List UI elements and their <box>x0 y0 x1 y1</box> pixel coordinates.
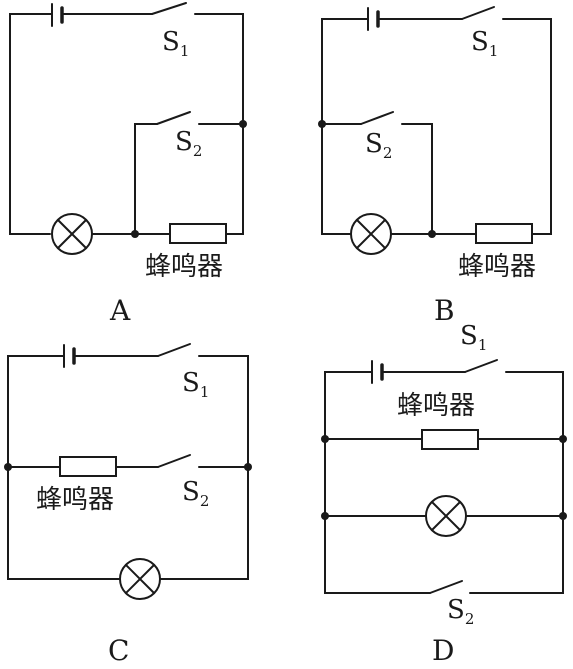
circuit-a-buzzer <box>169 223 227 244</box>
circuit-b-switch-s1 <box>461 6 495 20</box>
circuit-a-s1-label: S1 <box>162 27 189 60</box>
circuit-b-buzzer <box>475 223 533 244</box>
circuit-d-s1-label: S1 <box>460 321 487 354</box>
circuit-c-junction <box>4 463 12 471</box>
circuit-c-switch-s2 <box>157 454 191 468</box>
circuit-b-junction <box>428 230 436 238</box>
circuit-d-s2-label: S2 <box>447 595 474 628</box>
circuit-b-lamp <box>350 213 392 255</box>
circuit-c-battery <box>63 344 76 368</box>
option-c-caption: C <box>108 634 129 667</box>
circuit-d-left-wire <box>324 371 431 594</box>
circuit-a-left-wire <box>9 13 53 235</box>
option-b-caption: B <box>434 294 455 327</box>
circuit-c-switch-s1 <box>157 343 191 357</box>
circuit-a-battery <box>51 3 64 27</box>
circuit-b-battery <box>367 7 380 31</box>
circuit-d-buzzer <box>421 429 479 450</box>
circuit-a-s2-branch <box>134 123 158 235</box>
circuit-c-lamp <box>119 558 161 600</box>
circuit-d-lamp <box>425 495 467 537</box>
circuit-b-s1-label: S1 <box>471 27 498 60</box>
circuit-a-buzzer-label: 蜂鸣器 <box>145 252 223 282</box>
circuit-b-junction <box>318 120 326 128</box>
circuit-b-switch-s2 <box>360 111 394 125</box>
circuit-d-switch-s1 <box>464 359 498 373</box>
circuit-d-battery <box>371 360 384 384</box>
circuit-d: S1 S2 蜂鸣器 D <box>321 321 567 667</box>
circuit-a-switch-s1 <box>151 2 187 15</box>
circuit-d-buzzer-label: 蜂鸣器 <box>397 391 475 421</box>
circuit-d-junction <box>321 512 329 520</box>
circuit-b-right-wire <box>502 18 552 235</box>
circuit-c-junction <box>244 463 252 471</box>
circuit-a-junction <box>239 120 247 128</box>
circuit-b: S1 S2 蜂鸣器 B <box>318 6 552 327</box>
circuit-b-s2-label: S2 <box>365 129 392 162</box>
circuit-a-s2-label: S2 <box>175 127 202 160</box>
circuit-a-junction <box>131 230 139 238</box>
circuit-b-left-wire <box>321 18 369 235</box>
circuit-c-s2-label: S2 <box>182 477 209 510</box>
option-d-caption: D <box>432 634 454 667</box>
circuit-a-lamp <box>51 213 93 255</box>
circuit-d-junction <box>559 435 567 443</box>
circuit-b-s2-wire <box>401 123 433 235</box>
circuit-a-switch-s2 <box>156 111 191 125</box>
circuit-c: S1 S2 蜂鸣器 C <box>4 343 252 667</box>
circuit-d-junction <box>321 435 329 443</box>
circuit-d-junction <box>559 512 567 520</box>
circuit-d-switch-s2 <box>429 580 463 594</box>
circuit-d-right-wire <box>469 371 564 594</box>
option-a-caption: A <box>109 294 131 327</box>
circuit-c-buzzer <box>59 456 117 477</box>
circuit-b-buzzer-label: 蜂鸣器 <box>458 252 536 282</box>
circuit-a: S1 S2 蜂鸣器 A <box>9 2 247 327</box>
circuit-c-buzzer-label: 蜂鸣器 <box>36 485 114 515</box>
circuit-c-s1-label: S1 <box>182 368 209 401</box>
